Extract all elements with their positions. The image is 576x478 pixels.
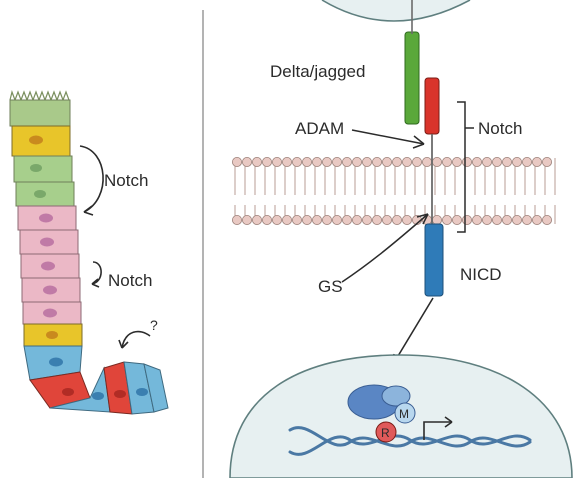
lipid-head [432, 157, 441, 166]
lipid-head [262, 157, 271, 166]
lipid-head [242, 215, 251, 224]
lipid-head [442, 157, 451, 166]
lipid-head [492, 157, 501, 166]
lipid-head [362, 215, 371, 224]
lipid-head [462, 215, 471, 224]
lipid-head [472, 215, 481, 224]
lipid-head [332, 157, 341, 166]
lipid-head [292, 157, 301, 166]
question-mark: ? [150, 317, 158, 333]
lipid-head [332, 215, 341, 224]
gs-label: GS [318, 277, 343, 296]
lipid-head [392, 215, 401, 224]
lipid-head [252, 157, 261, 166]
lipid-head [302, 215, 311, 224]
lipid-head [352, 157, 361, 166]
lipid-head [252, 215, 261, 224]
lipid-head [442, 215, 451, 224]
lipid-head [322, 215, 331, 224]
adam-arrow [352, 130, 424, 144]
lipid-head [392, 157, 401, 166]
cell-membrane [232, 157, 558, 224]
lipid-head [262, 215, 271, 224]
lipid-head [522, 215, 531, 224]
m-label: M [399, 407, 409, 421]
lipid-head [342, 215, 351, 224]
lipid-head [482, 157, 491, 166]
question-arrow [122, 332, 150, 348]
delta-jagged-ligand [405, 32, 419, 124]
nicd-label: NICD [460, 265, 502, 284]
lipid-head [462, 157, 471, 166]
lipid-head [352, 215, 361, 224]
lipid-head [542, 215, 551, 224]
r-label: R [381, 426, 390, 440]
lipid-head [382, 215, 391, 224]
lipid-head [422, 157, 431, 166]
lipid-head [382, 157, 391, 166]
lipid-head [532, 157, 541, 166]
notch-receptor-label: Notch [478, 119, 522, 138]
green-cell-1 [14, 156, 72, 182]
lipid-head [452, 157, 461, 166]
lipid-head [242, 157, 251, 166]
lipid-head [472, 157, 481, 166]
lipid-head [322, 157, 331, 166]
lipid-head [232, 215, 241, 224]
lipid-head [412, 157, 421, 166]
lipid-head [512, 215, 521, 224]
lipid-head [272, 215, 281, 224]
sending-cell [322, 0, 470, 21]
nicd-fragment [425, 224, 443, 296]
lipid-head [502, 157, 511, 166]
lipid-head [452, 215, 461, 224]
lipid-head [372, 157, 381, 166]
notch-receptor-extracellular [425, 78, 439, 134]
lipid-head [482, 215, 491, 224]
lipid-head [492, 215, 501, 224]
notch-label-2: Notch [108, 271, 152, 290]
lipid-head [302, 157, 311, 166]
lipid-head [312, 215, 321, 224]
villus-brush-border [10, 92, 69, 100]
crypt-epithelium [10, 92, 168, 414]
notch-arrow-1 [80, 146, 103, 212]
adam-label: ADAM [295, 119, 344, 138]
lipid-head [372, 215, 381, 224]
villus-top-cell [10, 100, 70, 126]
lipid-head [312, 157, 321, 166]
lipid-head [502, 215, 511, 224]
lipid-head [362, 157, 371, 166]
lipid-head [402, 157, 411, 166]
lipid-head [432, 215, 441, 224]
lipid-head [512, 157, 521, 166]
notch-label-1: Notch [104, 171, 148, 190]
lipid-head [532, 215, 541, 224]
lipid-head [272, 157, 281, 166]
lipid-head [402, 215, 411, 224]
lipid-head [522, 157, 531, 166]
lipid-head [232, 157, 241, 166]
lipid-head [292, 215, 301, 224]
lipid-head [282, 157, 291, 166]
lipid-head [282, 215, 291, 224]
lipid-head [542, 157, 551, 166]
lipid-head [342, 157, 351, 166]
ligand-label: Delta/jagged [270, 62, 365, 81]
